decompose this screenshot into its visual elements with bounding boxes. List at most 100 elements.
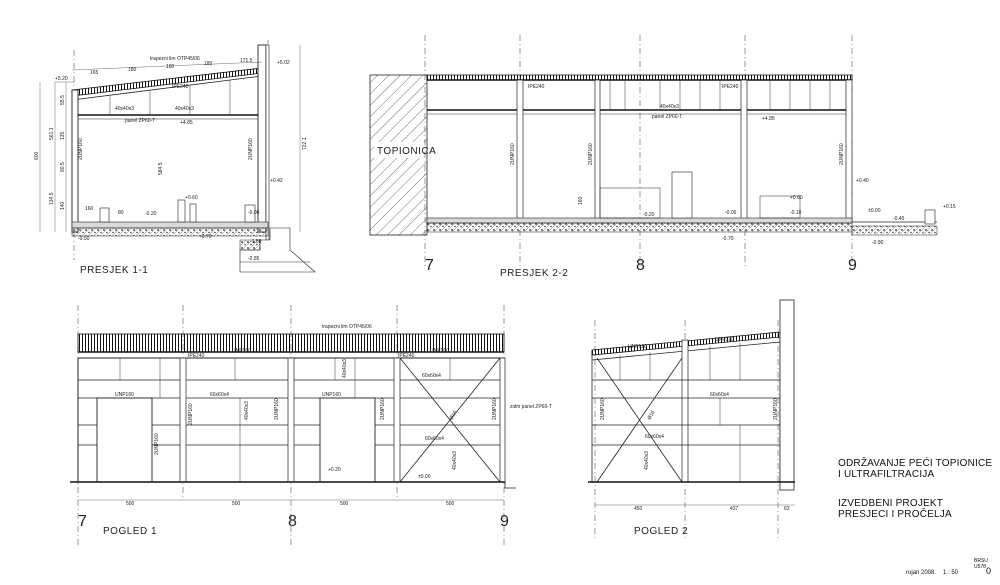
elev-label: -0.70 [722, 236, 734, 242]
column [393, 357, 401, 483]
member-label: 40x40x3 [452, 451, 458, 470]
elev-label: -0.20 [643, 212, 655, 218]
svg-text:180: 180 [204, 61, 213, 67]
grid-label: 7 [78, 513, 87, 530]
outside-gravel [851, 225, 938, 236]
beam-label: IPE240 [722, 84, 739, 90]
svg-text:180: 180 [128, 67, 137, 73]
drawing-revision: 0 [986, 566, 992, 576]
truss-verticals [109, 80, 231, 115]
elev-label: -0.70 [200, 234, 212, 240]
column [740, 79, 748, 223]
member-label: 2UNP160 [274, 398, 280, 420]
column-label: 2UNP160 [839, 143, 845, 165]
elev-label: -0.50 [78, 236, 90, 242]
member-label: 40x40x3 [342, 359, 348, 378]
equipment [189, 203, 197, 223]
elev-label: +0.60 [790, 195, 803, 201]
member-label: 60x60x4 [645, 434, 664, 440]
column-label: 2UNP160 [248, 138, 254, 160]
svg-text:500: 500 [232, 501, 241, 507]
member-label: 60x60x4 [210, 392, 229, 398]
member-label: 2UNP160 [188, 403, 194, 425]
bracing [399, 357, 501, 483]
svg-text:171.5: 171.5 [240, 58, 253, 64]
elev-label: -0.06 [725, 210, 737, 216]
view2-dims: 450 437 63 [634, 506, 790, 512]
column [499, 357, 506, 483]
view-2: UNP120 UNP120 60x60x4 60x60x4 40x40x3 2U… [588, 299, 795, 540]
section-1-1: trapezni lim OTP45/06 IPE240 40x40x3 40x… [34, 40, 316, 276]
equipment [759, 195, 801, 219]
grid-label: 9 [500, 513, 509, 530]
drawing-code: BRSU U578 [974, 558, 988, 570]
elev-label: +0.40 [856, 178, 869, 184]
roof-note: trapezni lim OTP45/06 [150, 56, 200, 62]
member-label: 60x60x4 [425, 436, 444, 442]
elev-label: -0.20 [145, 211, 157, 217]
svg-text:134.5: 134.5 [49, 192, 55, 205]
elev-label: +0.15 [943, 204, 956, 210]
elev-label: -2.85 [248, 256, 260, 262]
member-label: 2UNP160 [154, 433, 160, 455]
project-phase: IZVEDBENI PROJEKT [838, 498, 944, 509]
wall-note: zidni panel ZP60-T [510, 404, 552, 410]
sub-verticals [619, 343, 741, 482]
elev-label: +5.20 [55, 76, 68, 82]
elev-label: ±0.00 [868, 208, 881, 214]
member-label: 60x60x4 [422, 373, 441, 379]
elev-label: -0.45 [893, 216, 905, 222]
member-label: UNP120 [715, 337, 734, 343]
svg-text:500: 500 [126, 501, 135, 507]
title-block: ODRŽAVANJE PEĆI TOPIONICE I ULTRAFILTRAC… [838, 458, 998, 520]
right-column [257, 44, 267, 233]
column [287, 357, 295, 483]
door-opening [96, 397, 153, 483]
beam-label: IPE240 [172, 84, 189, 90]
roof-note: trapezni lim OTP45/06 [322, 324, 372, 330]
svg-text:55.5: 55.5 [60, 95, 66, 105]
grid-label: 8 [288, 513, 297, 530]
svg-text:165: 165 [90, 70, 99, 76]
elev-label: +4.85 [180, 120, 193, 126]
section-title: PRESJEK 1-1 [80, 265, 148, 276]
dim-label: 160 [85, 206, 94, 212]
dim-label: 600 [34, 151, 40, 160]
elev-label: +0.20 [328, 467, 341, 473]
view1-dims: 500 500 500 500 [126, 501, 455, 507]
grid-label: 7 [425, 257, 434, 274]
equipment [599, 187, 661, 219]
elev-label: +4.85 [762, 116, 775, 122]
truss-verticals [609, 80, 831, 110]
top-dims: 165 180 180 180 171.5 [90, 58, 253, 76]
member-label: UNP160 [115, 392, 134, 398]
left-dims: 561.1 55.5 135 80.5 134.5 140 [49, 95, 66, 210]
member-label: UNP120 [628, 344, 647, 350]
floor-slab [71, 221, 269, 229]
svg-text:63: 63 [784, 506, 790, 512]
equipment [244, 204, 256, 223]
member-label: Ø16 [647, 410, 657, 421]
panel-label: panel ZP60-T [125, 118, 155, 124]
ground-step [504, 482, 516, 489]
member-label: 2UNP160 [380, 398, 386, 420]
column [594, 79, 601, 223]
sheet-title: PRESJECI I PROČELJA [838, 509, 952, 520]
right-panel [265, 44, 270, 241]
section-2-2: TOPIONICA IPE240 IPE240 40x40x3 panel ZP… [369, 35, 956, 279]
equipment [99, 207, 110, 223]
svg-text:500: 500 [446, 501, 455, 507]
chord-label: UNP160 [232, 348, 251, 354]
column [845, 79, 853, 223]
bracing [596, 357, 683, 483]
post-label: 40x40x3 [115, 106, 134, 112]
svg-text:180: 180 [166, 64, 175, 70]
column [516, 79, 524, 223]
svg-text:80.5: 80.5 [60, 162, 66, 172]
project-title: ODRŽAVANJE PEĆI TOPIONICE [838, 458, 993, 469]
beam-label: IPE240 [188, 353, 205, 359]
gravel [239, 239, 261, 251]
foundation [239, 227, 316, 273]
room-label: TOPIONICA [377, 146, 436, 157]
label-backing [374, 142, 424, 158]
